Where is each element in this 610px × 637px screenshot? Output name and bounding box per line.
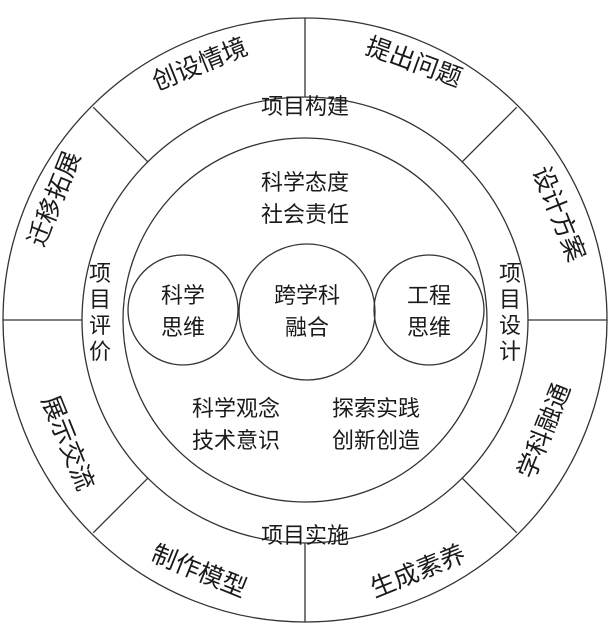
center-circle [238, 243, 376, 381]
middle-label-design-char-3: 设 [499, 314, 521, 339]
middle-label-evaluate-char-3: 评 [89, 314, 111, 339]
inner-label-explore-practice: 探索实践 [332, 397, 420, 422]
outer-label-transfer-expand: 迁移拓展 [22, 147, 86, 251]
middle-label-design-char-1: 项 [499, 262, 521, 287]
middle-label-project-build: 项目构建 [261, 95, 349, 120]
outer-label-make-model: 制作模型 [147, 539, 251, 603]
inner-label-scientific-attitude: 科学态度 [261, 171, 349, 196]
divider-bottom-left [92, 477, 149, 534]
divider-top-right [461, 106, 518, 163]
right-small-circle [373, 254, 485, 366]
inner-label-scientific-concept: 科学观念 [192, 397, 280, 422]
inner-label-innovate-create: 创新创造 [332, 429, 420, 454]
inner-label-thinking-1: 思维 [161, 316, 205, 341]
inner-label-engineering: 工程 [407, 284, 451, 309]
middle-label-design-char-2: 目 [499, 288, 521, 313]
inner-label-integration: 融合 [285, 316, 329, 341]
divider-top-left [92, 106, 149, 163]
middle-label-evaluate-char-1: 项 [89, 262, 111, 287]
outer-label-create-scenario: 创设情境 [148, 32, 252, 96]
outer-label-discipline-integration: 学科融通 [512, 379, 576, 483]
divider-bottom-right [461, 477, 518, 534]
inner-label-thinking-2: 思维 [407, 316, 451, 341]
middle-label-design-char-4: 计 [499, 340, 521, 365]
inner-label-technical-awareness: 技术意识 [192, 429, 280, 454]
middle-label-evaluate-char-2: 目 [89, 288, 111, 313]
outer-label-form-literacy: 生成素养 [366, 539, 470, 603]
inner-circle [122, 137, 488, 503]
middle-label-project-implement: 项目实施 [261, 524, 349, 549]
inner-label-science-1: 科学 [161, 284, 205, 309]
outer-label-ask-question: 提出问题 [362, 31, 466, 92]
left-small-circle [127, 254, 239, 366]
middle-label-evaluate-char-4: 价 [89, 340, 111, 365]
outer-label-design-plan: 设计方案 [527, 162, 591, 266]
inner-label-interdisciplinary: 跨学科 [274, 284, 340, 309]
inner-label-social-responsibility: 社会责任 [261, 203, 349, 228]
outer-label-show-communicate: 展示交流 [36, 391, 100, 495]
